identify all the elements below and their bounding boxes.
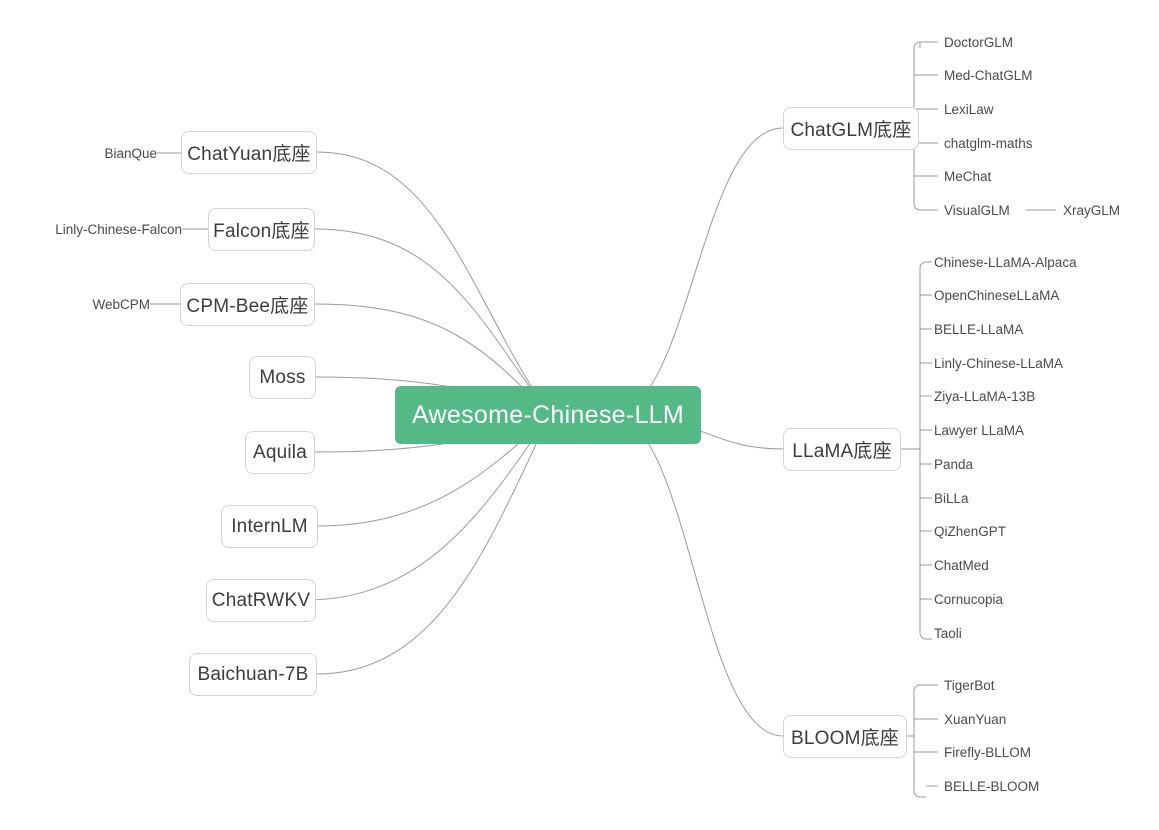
leaf-lexilaw[interactable]: LexiLaw [944, 102, 994, 117]
leaf-visualglm[interactable]: VisualGLM [944, 203, 1010, 218]
leaf-linly-chinese-llama[interactable]: Linly-Chinese-LLaMA [934, 356, 1064, 371]
leaf-taoli[interactable]: Taoli [934, 626, 962, 641]
leaf-ziya-llama-13b[interactable]: Ziya-LLaMA-13B [934, 389, 1036, 404]
leaf-chinese-llama-alpaca[interactable]: Chinese-LLaMA-Alpaca [934, 255, 1077, 270]
leaf-webcpm[interactable]: WebCPM [92, 297, 150, 312]
leaf-chatglm-maths[interactable]: chatglm-maths [944, 136, 1033, 151]
leaf-belle-llama[interactable]: BELLE-LLaMA [934, 322, 1024, 337]
leaf-linly-chinese-falcon[interactable]: Linly-Chinese-Falcon [55, 222, 182, 237]
spine-bloom [913, 684, 926, 798]
leaf-chatmed[interactable]: ChatMed [934, 558, 989, 573]
leaf-lawyer-llama[interactable]: Lawyer LLaMA [934, 423, 1025, 438]
node-llama[interactable]: LLaMA底座 [783, 428, 901, 471]
leaf-bianque[interactable]: BianQue [104, 146, 157, 161]
node-cpmbee[interactable]: CPM-Bee底座 [180, 283, 315, 326]
leaf-xrayglm[interactable]: XrayGLM [1063, 203, 1121, 218]
leaf-billa[interactable]: BiLLa [934, 491, 969, 506]
wire-right-chatglm [611, 127, 784, 415]
wire-left-chatrwkv [305, 417, 549, 601]
leaf-firefly-bllom[interactable]: Firefly-BLLOM [944, 745, 1032, 760]
spine-llama [919, 261, 932, 640]
node-chatyuan[interactable]: ChatYuan底座 [181, 131, 317, 174]
wire-left-chatyuan [316, 151, 549, 413]
node-falcon[interactable]: Falcon底座 [208, 208, 315, 251]
leaf-mechat[interactable]: MeChat [944, 169, 992, 184]
root-node[interactable]: Awesome-Chinese-LLM [395, 386, 701, 444]
leaf-cornucopia[interactable]: Cornucopia [934, 592, 1004, 607]
leaf-med-chatglm[interactable]: Med-ChatGLM [944, 68, 1033, 83]
node-chatrwkv[interactable]: ChatRWKV [206, 579, 316, 622]
leaf-doctorglm[interactable]: DoctorGLM [944, 35, 1014, 50]
node-moss[interactable]: Moss [249, 356, 316, 399]
node-baichuan-7b[interactable]: Baichuan-7B [189, 653, 317, 696]
wire-left-baichuan [316, 418, 549, 675]
node-aquila[interactable]: Aquila [245, 431, 315, 474]
node-bloom[interactable]: BLOOM底座 [783, 715, 907, 758]
wire-left-falcon [314, 228, 549, 414]
leaf-tigerbot[interactable]: TigerBot [944, 678, 995, 693]
node-internlm[interactable]: InternLM [221, 505, 318, 548]
leaf-openchinesellama[interactable]: OpenChineseLLaMA [934, 288, 1060, 303]
leaf-panda[interactable]: Panda [934, 457, 974, 472]
node-chatglm[interactable]: ChatGLM底座 [783, 107, 919, 150]
leaf-qizhengpt[interactable]: QiZhenGPT [934, 524, 1007, 539]
leaf-xuanyuan[interactable]: XuanYuan [944, 712, 1007, 727]
leaf-belle-bloom[interactable]: BELLE-BLOOM [944, 779, 1040, 794]
wire-right-bloom [611, 415, 784, 737]
